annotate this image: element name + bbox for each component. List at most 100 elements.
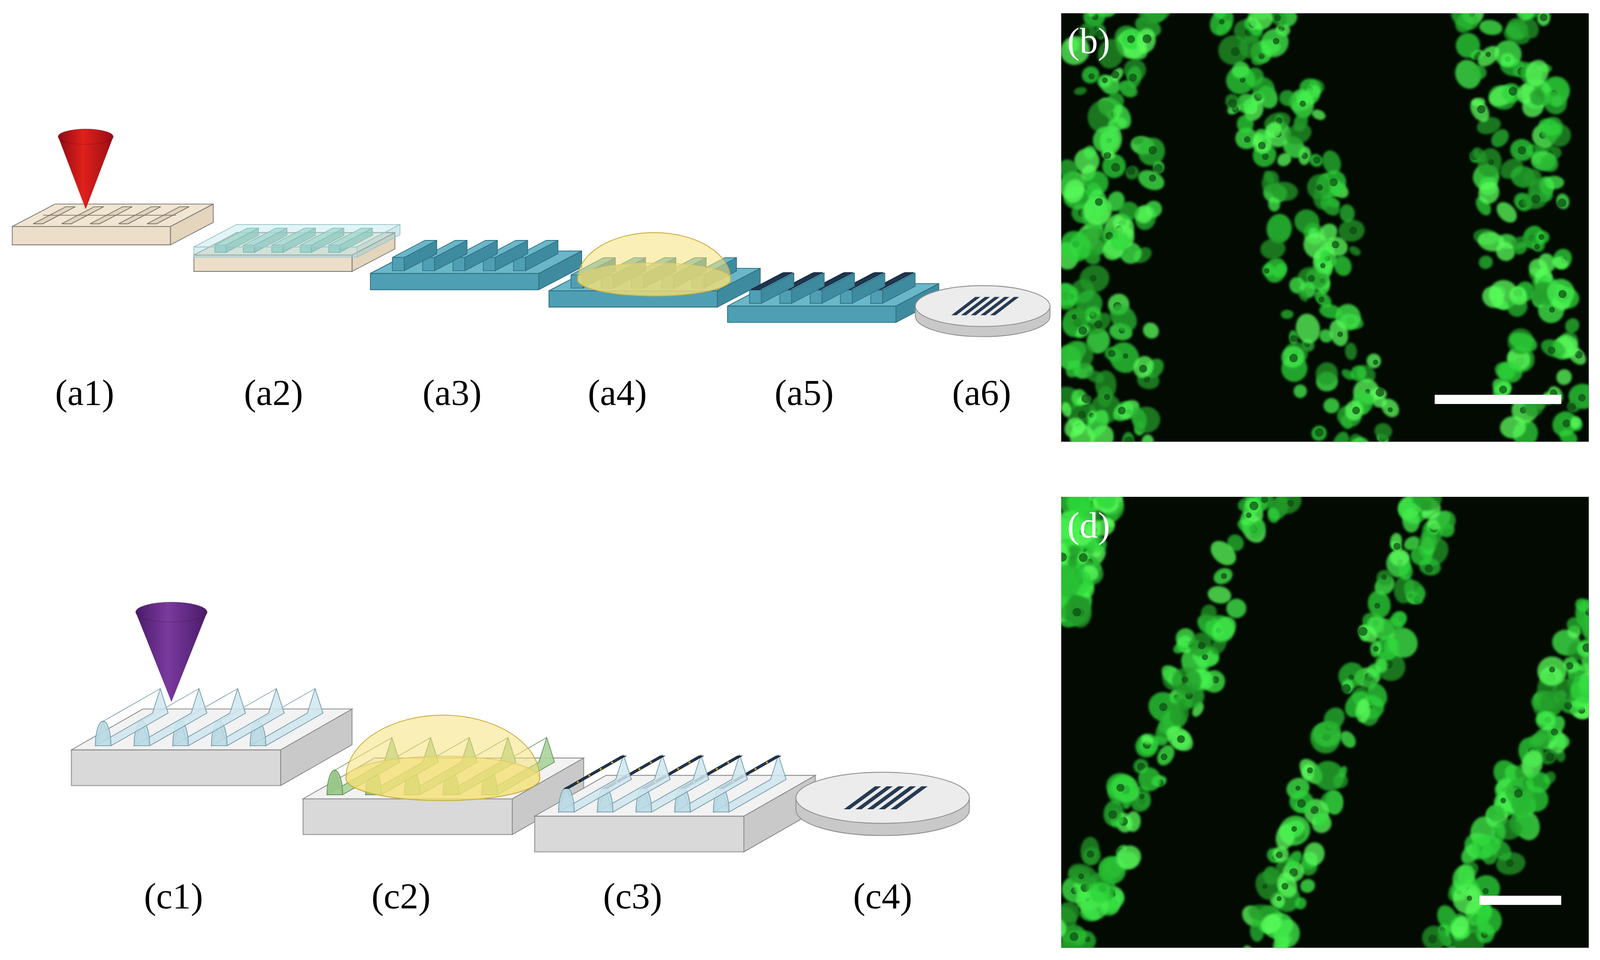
cell-nucleus	[1116, 783, 1125, 792]
cell	[1538, 335, 1568, 361]
cell	[1197, 601, 1220, 625]
cell-nucleus	[1499, 385, 1508, 394]
cell-nucleus	[1276, 895, 1282, 902]
cell	[1087, 188, 1108, 219]
cell	[1063, 594, 1093, 627]
cell-layer	[1061, 13, 1589, 442]
cell	[1210, 564, 1235, 588]
cell	[1521, 56, 1553, 91]
cell	[1118, 201, 1140, 221]
cell	[1073, 86, 1088, 97]
panel-label: (a1)	[55, 374, 115, 412]
cell	[1135, 166, 1168, 195]
image-background	[1061, 13, 1589, 442]
cell-nucleus	[1488, 159, 1495, 166]
cell-nucleus	[1260, 496, 1269, 503]
cell	[1168, 700, 1191, 728]
cell-nucleus	[1316, 184, 1324, 191]
slab-front	[303, 798, 513, 835]
cell	[1549, 245, 1576, 273]
cell-nucleus	[1393, 542, 1401, 550]
cell	[1271, 496, 1306, 519]
cell	[1347, 362, 1370, 384]
cell	[1108, 222, 1138, 252]
cell-nucleus	[1424, 564, 1433, 573]
panel-label: (d)	[1067, 506, 1111, 544]
cell	[1061, 561, 1086, 602]
cell-nucleus	[1274, 14, 1281, 22]
cell	[1121, 431, 1135, 442]
cell	[1331, 253, 1355, 279]
cell-nucleus	[1564, 701, 1573, 710]
cell-nucleus	[1249, 501, 1259, 511]
cell-nucleus	[1128, 73, 1137, 82]
cell-nucleus	[1272, 38, 1280, 45]
cell	[1295, 288, 1311, 304]
cell-nucleus	[1549, 306, 1555, 313]
cell-nucleus	[1220, 572, 1227, 580]
cell	[1535, 115, 1564, 140]
cell	[1288, 789, 1315, 815]
panel-label: (a3)	[422, 374, 482, 412]
cell	[1228, 57, 1253, 82]
cell	[1292, 383, 1308, 399]
cell	[1061, 941, 1081, 948]
laser-cone-top	[135, 601, 208, 622]
cell	[1308, 422, 1330, 442]
contact-dot	[715, 768, 718, 771]
cell-nucleus	[1127, 35, 1136, 44]
cell-nucleus	[1148, 174, 1157, 183]
cell-nucleus	[1287, 499, 1294, 507]
cell	[1478, 18, 1504, 37]
cell	[1086, 878, 1114, 907]
contact-dot	[649, 761, 652, 764]
cell-nucleus	[1545, 752, 1555, 762]
slab-front	[71, 750, 281, 786]
slab-front	[370, 273, 539, 290]
cell-nucleus	[1514, 788, 1524, 798]
panel-label: (c1)	[144, 877, 204, 915]
cell	[1544, 175, 1565, 190]
cell	[1514, 13, 1537, 23]
cell-nucleus	[1549, 666, 1556, 673]
cell	[1474, 178, 1504, 208]
panel-label: (c2)	[371, 877, 431, 915]
cell	[1129, 352, 1158, 382]
panel-label: (a2)	[243, 374, 304, 412]
scale-bar	[1479, 895, 1562, 906]
cell-nucleus	[1148, 145, 1157, 155]
laser-cone	[135, 612, 208, 702]
cell	[1109, 101, 1135, 132]
cell	[1563, 614, 1585, 636]
cell	[1369, 639, 1383, 658]
cell-nucleus	[1356, 441, 1364, 442]
cell	[1085, 13, 1098, 18]
cell-nucleus	[1358, 626, 1368, 636]
cell	[1281, 119, 1315, 149]
cell-nucleus	[1257, 141, 1266, 150]
ridge-crest	[102, 688, 160, 722]
slab-top	[12, 204, 214, 227]
cell	[1261, 118, 1285, 142]
cell-nucleus	[1352, 406, 1360, 415]
cell	[1257, 910, 1285, 938]
slab-front	[534, 816, 744, 853]
cell	[1498, 414, 1528, 441]
cell-nucleus	[1108, 350, 1116, 358]
cell	[1318, 302, 1344, 320]
cell	[1534, 229, 1551, 245]
contact-dot	[611, 761, 614, 764]
cell-nucleus	[1337, 331, 1344, 338]
cell	[1326, 317, 1352, 349]
cell	[1344, 433, 1374, 442]
cell-nucleus	[1069, 932, 1079, 941]
drop-dome	[346, 715, 541, 801]
scale-bar	[1434, 394, 1562, 404]
cell-nucleus	[1078, 410, 1086, 419]
cell-nucleus	[1568, 403, 1576, 411]
cell-nucleus	[1117, 406, 1126, 415]
cell-nucleus	[1562, 419, 1571, 428]
cell	[1344, 400, 1364, 421]
cell-nucleus	[1142, 34, 1152, 44]
